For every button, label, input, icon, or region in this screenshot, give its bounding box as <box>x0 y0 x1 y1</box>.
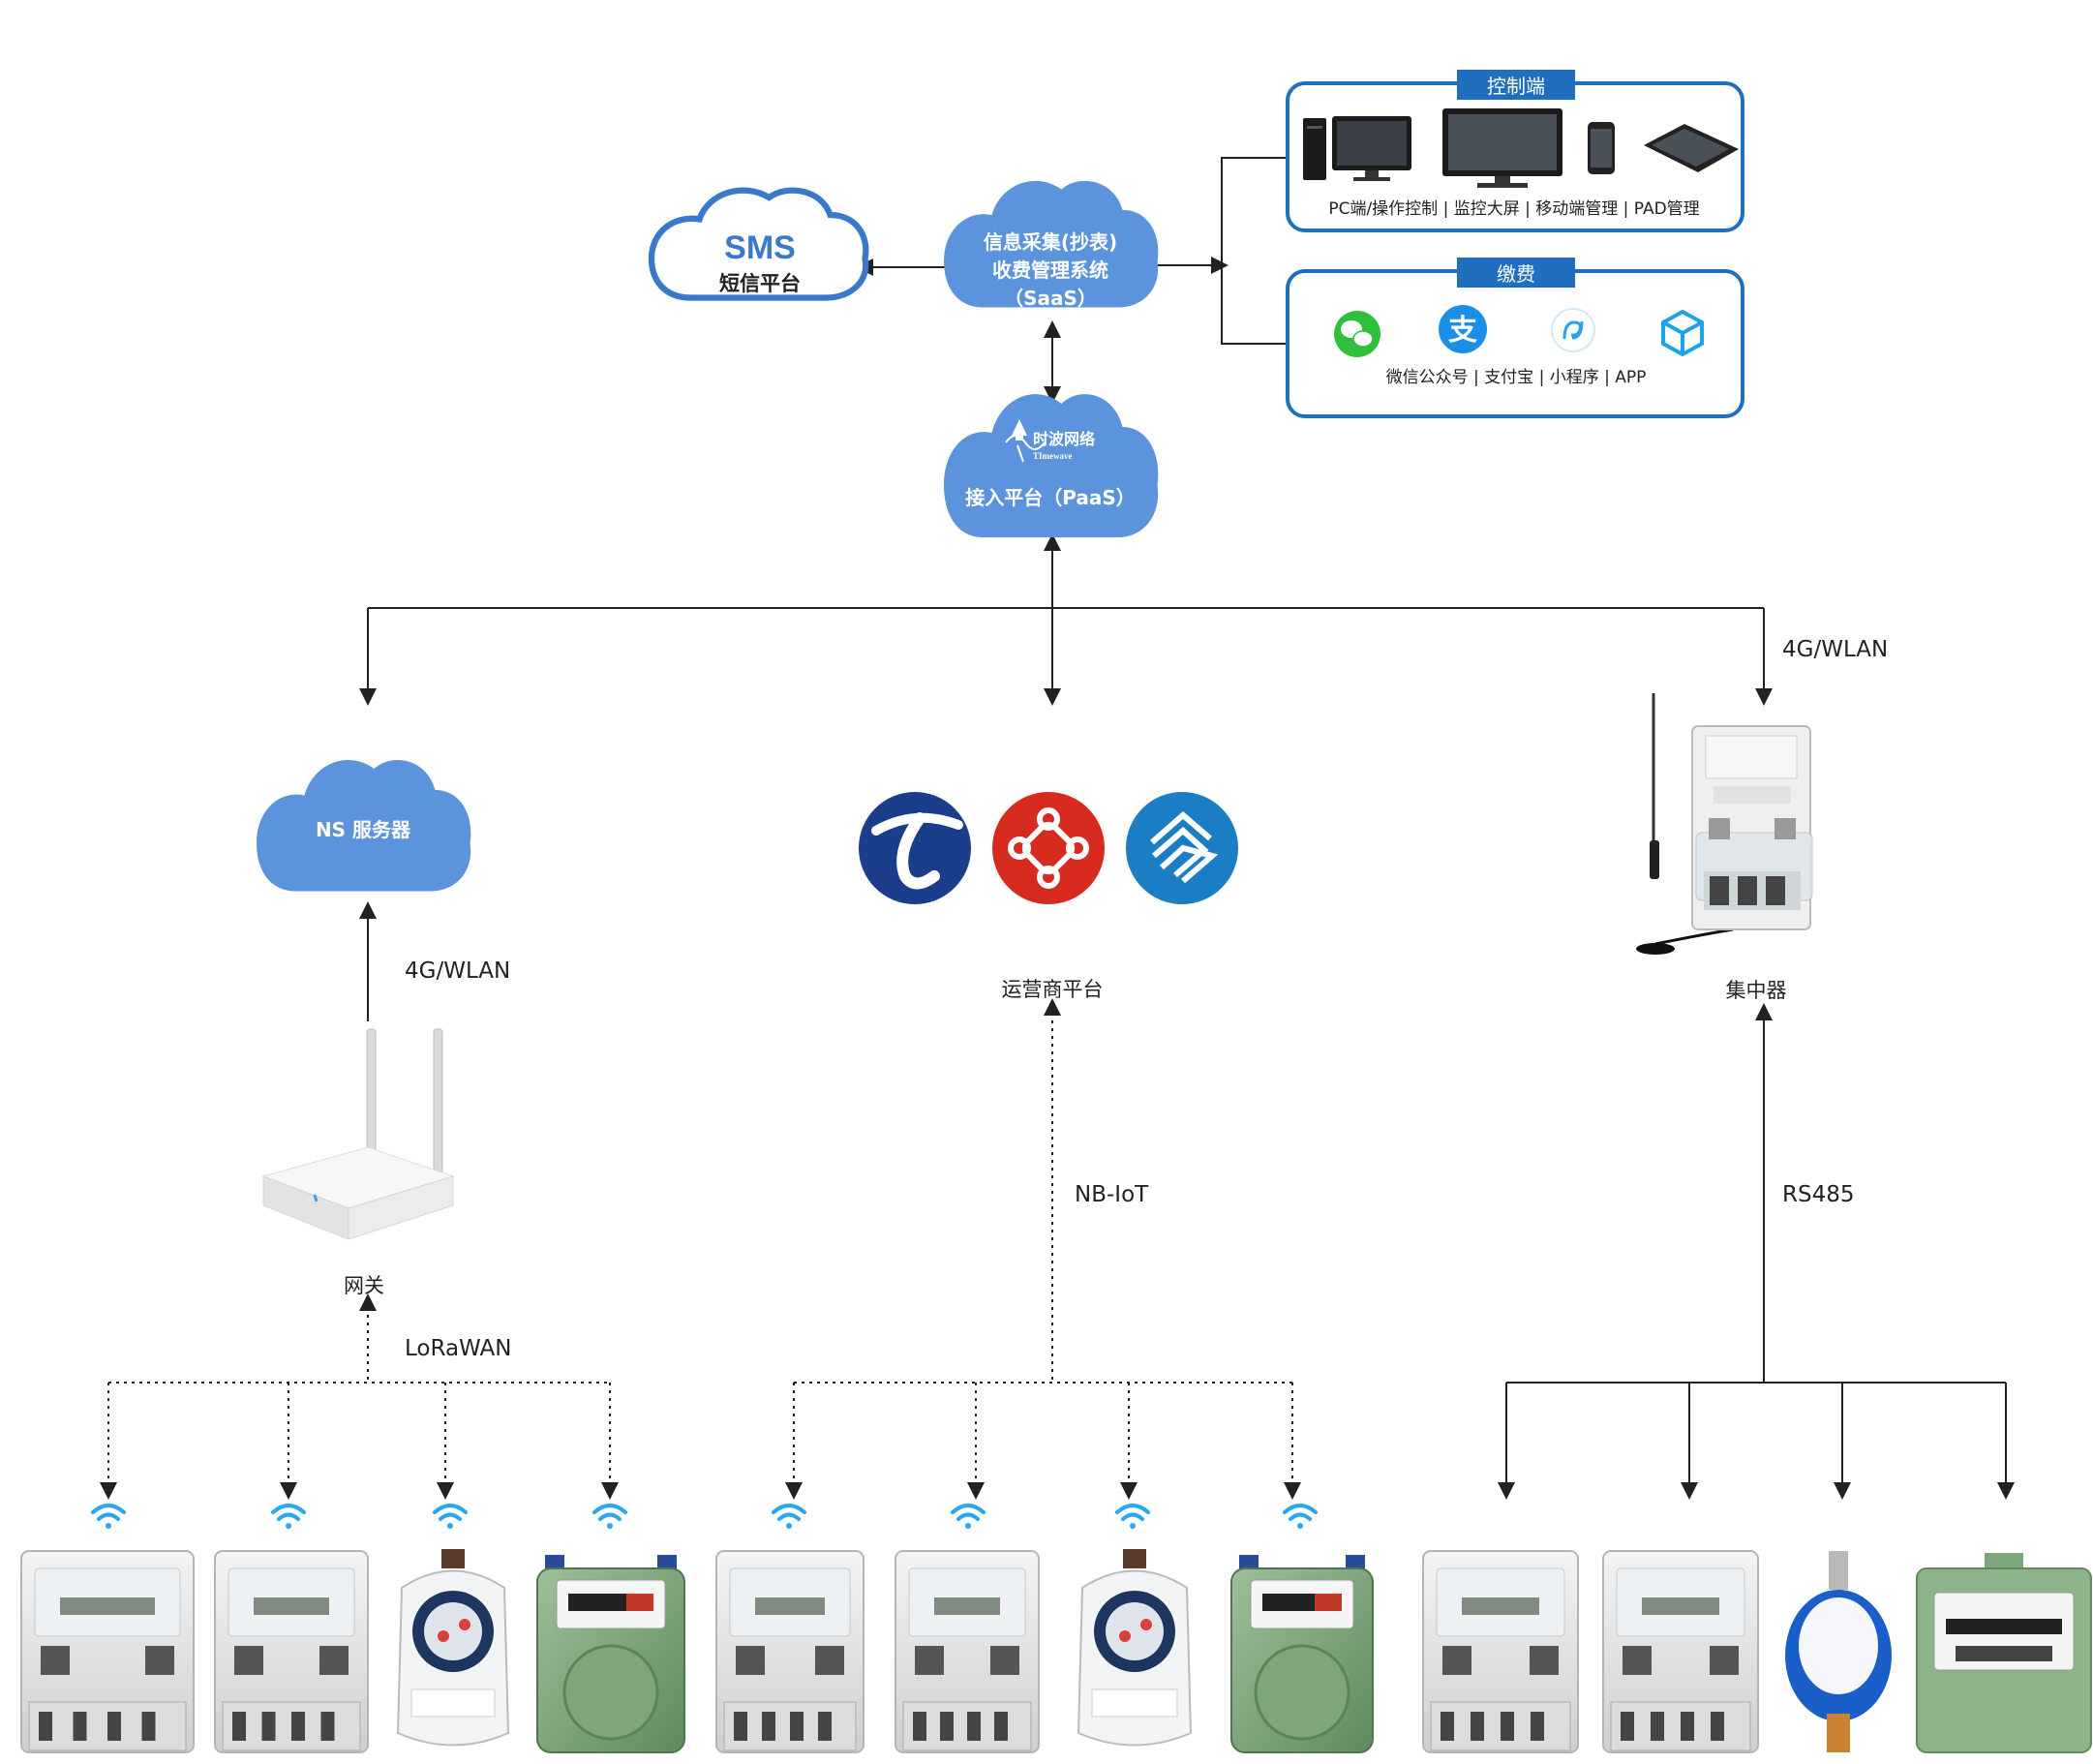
sms-title: SMS <box>724 229 796 266</box>
paas-label: 接入平台（PaaS） <box>965 486 1136 509</box>
wifi-icon <box>271 1504 306 1529</box>
concentrator-device <box>1636 693 1813 955</box>
paas-brand: 时波网络 <box>1033 430 1095 448</box>
wechat-icon <box>1334 311 1380 357</box>
wifi-icon <box>1115 1504 1150 1529</box>
paas-brand-en: TImewave <box>1033 451 1073 461</box>
paas-cloud: 时波网络 TImewave 接入平台（PaaS） <box>944 394 1159 537</box>
water-meter <box>1077 1549 1193 1747</box>
electric-meter <box>895 1550 1040 1753</box>
gateway-device <box>261 1028 455 1240</box>
wifi-icons <box>91 1504 1318 1529</box>
ns-label: NS 服务器 <box>316 818 411 841</box>
control-panel-tab-label: 控制端 <box>1487 75 1545 98</box>
sms-cloud: SMS 短信平台 <box>648 187 869 301</box>
water-meter <box>396 1549 510 1747</box>
app-icon <box>1661 309 1704 357</box>
sms-subtitle: 短信平台 <box>719 272 801 295</box>
electric-meter <box>1422 1550 1579 1753</box>
china-unicom-icon <box>992 792 1105 904</box>
mini-program-icon <box>1551 308 1595 352</box>
large-screen-icon <box>1442 108 1562 188</box>
electric-meter <box>715 1550 864 1753</box>
ns-cloud: NS 服务器 <box>257 759 471 892</box>
pc-tower-icon <box>1303 118 1326 180</box>
alipay-glyph: 支 <box>1448 314 1477 348</box>
electric-meter <box>214 1550 369 1753</box>
payment-panel-caption: 微信公众号 | 支付宝 | 小程序 | APP <box>1386 368 1647 387</box>
tablet-icon <box>1644 124 1739 172</box>
saas-line1: 信息采集(抄表) <box>984 230 1117 254</box>
concentrator-label: 集中器 <box>1726 979 1787 1002</box>
monitor-icon <box>1332 116 1411 181</box>
gas-meter <box>536 1555 685 1753</box>
control-panel-tab <box>1457 70 1575 100</box>
link-label-rs485: RS485 <box>1782 1182 1854 1207</box>
electric-meter <box>1602 1550 1759 1753</box>
link-label-right-4g: 4G/WLAN <box>1782 637 1888 662</box>
wifi-icon <box>91 1504 126 1529</box>
saas-line2: 收费管理系统 <box>992 259 1108 282</box>
wifi-icon <box>433 1504 468 1529</box>
dotted-connectors <box>100 998 1301 1500</box>
saas-cloud: 信息采集(抄表) 收费管理系统 （SaaS） <box>944 180 1159 310</box>
panel-bracket <box>1221 157 1302 345</box>
link-label-lorawan: LoRaWAN <box>405 1336 511 1361</box>
saas-line3: （SaaS） <box>1004 287 1097 310</box>
connectors <box>359 157 2015 1500</box>
china-mobile-icon <box>1126 792 1238 904</box>
payment-panel-tab-label: 缴费 <box>1497 262 1535 286</box>
alipay-icon: 支 <box>1439 305 1487 353</box>
link-label-nbiot: NB-IoT <box>1075 1182 1149 1207</box>
phone-icon <box>1588 122 1615 174</box>
wifi-icon <box>772 1504 806 1529</box>
operators-label: 运营商平台 <box>1002 978 1104 1001</box>
gas-meter <box>1230 1555 1374 1753</box>
wifi-icon <box>951 1504 986 1529</box>
control-panel: 控制端 PC端/操作控制 | 监控大屏 | 移动端管理 | PAD管理 <box>1286 70 1744 232</box>
link-label-left-4g: 4G/WLAN <box>405 958 510 984</box>
gateway-label: 网关 <box>344 1274 384 1297</box>
meters-row <box>20 1549 2092 1753</box>
china-telecom-icon <box>859 792 971 904</box>
control-panel-caption: PC端/操作控制 | 监控大屏 | 移动端管理 | PAD管理 <box>1328 199 1699 219</box>
gas-meter <box>1916 1553 2092 1753</box>
electric-meter <box>20 1550 195 1753</box>
payment-panel-tab <box>1457 258 1575 288</box>
wifi-icon <box>592 1504 627 1529</box>
water-meter <box>1785 1551 1892 1752</box>
payment-panel: 缴费 支 微信公众号 | 支付宝 | 小程序 | APP <box>1286 258 1744 418</box>
wifi-icon <box>1283 1504 1318 1529</box>
timewave-logo-icon <box>1005 419 1046 463</box>
